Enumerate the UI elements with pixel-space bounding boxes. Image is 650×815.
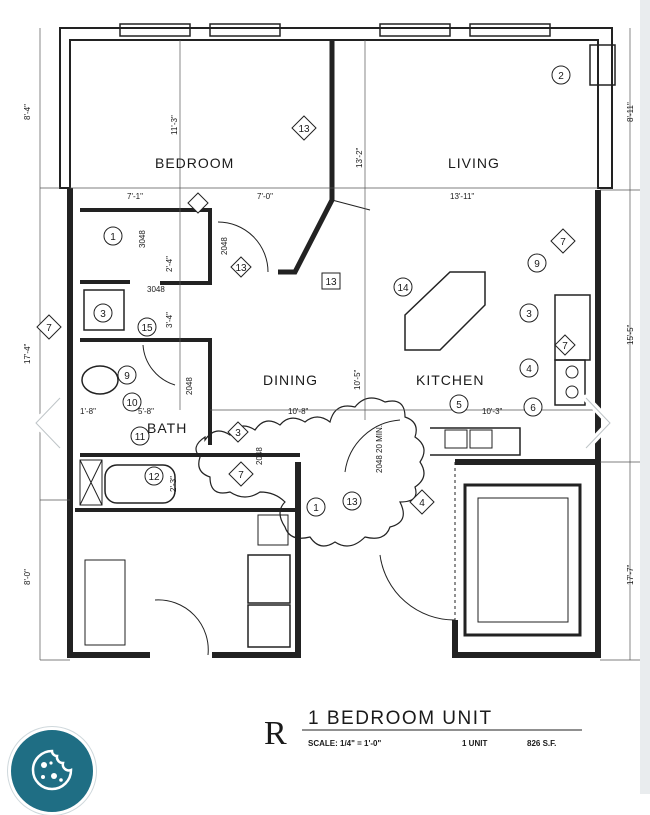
scale-label: SCALE: 1/4" = 1'-0" <box>308 739 381 748</box>
chevron-left-icon <box>32 394 64 452</box>
callout-tag: 2 <box>558 71 564 82</box>
dim-bedroom-height: 11'-3" <box>170 115 179 135</box>
dim-bath-c: 2'-3" <box>169 476 178 492</box>
unit-count: 1 UNIT <box>462 739 487 748</box>
dim-closet-h: 3'-4" <box>165 312 174 328</box>
callout-tag: 6 <box>530 403 536 414</box>
door-tag-2048-fire: 2048 20 MIN. <box>375 425 384 473</box>
diamond-tag: 13 <box>298 124 310 135</box>
callout-tag: 12 <box>148 472 160 483</box>
title-block: R 1 BEDROOM UNIT SCALE: 1/4" = 1'-0" 1 U… <box>262 700 592 760</box>
dim-top-right: 8'-11" <box>626 102 635 122</box>
dim-closet-w: 2'-4" <box>165 256 174 272</box>
floor-plan-drawing: BEDROOM LIVING DINING KITCHEN BATH 8'-4"… <box>23 23 640 661</box>
chevron-right-icon <box>582 394 614 452</box>
room-label-bedroom: BEDROOM <box>155 155 234 171</box>
diamond-tag: 4 <box>419 498 425 509</box>
callout-tag: 11 <box>135 432 146 443</box>
title-mark: R <box>264 715 287 752</box>
dim-bath-a: 5'-8" <box>138 407 154 416</box>
diamond-tag: 7 <box>560 237 566 248</box>
page-edge <box>640 0 650 794</box>
door-tag-3048-b: 3048 <box>138 230 147 248</box>
diamond-tag: 13 <box>235 263 247 274</box>
cookie-settings-button[interactable] <box>8 727 96 815</box>
next-image-button[interactable] <box>574 392 620 454</box>
callout-tag: 9 <box>124 371 130 382</box>
door-tag-3048: 3048 <box>147 285 165 294</box>
diamond-tag: 3 <box>235 428 241 439</box>
dim-mid-left: 17'-4" <box>23 343 32 364</box>
callout-tag: 13 <box>346 497 358 508</box>
cookie-icon <box>31 749 73 791</box>
dim-dining-height: 10'-5" <box>353 369 362 390</box>
door-tag-2048-c: 2048 <box>255 447 264 465</box>
dim-mid-right: 15'-5" <box>626 324 635 345</box>
callout-tag: 3 <box>100 309 106 320</box>
callout-tag: 15 <box>141 323 153 334</box>
diamond-tag: 7 <box>562 341 568 352</box>
dim-bottom-right: 17'-7" <box>626 564 635 585</box>
dim-living-width: 13'-11" <box>450 192 474 201</box>
image-viewer: BEDROOM LIVING DINING KITCHEN BATH 8'-4"… <box>23 23 640 760</box>
previous-image-button[interactable] <box>26 392 72 454</box>
callout-tag: 9 <box>534 259 540 270</box>
dim-top-left: 8'-4" <box>23 104 32 120</box>
dim-bottom-left: 8'-0" <box>23 569 32 585</box>
callout-tag: 1 <box>313 503 319 514</box>
callout-tag: 1 <box>110 232 116 243</box>
dim-bedroom-width-a: 7'-1" <box>127 192 143 201</box>
dim-living-height: 13'-2" <box>355 147 364 168</box>
callout-tag: 5 <box>456 400 462 411</box>
callout-tag: 14 <box>397 283 409 294</box>
dim-bath-b: 1'-8" <box>80 407 96 416</box>
diamond-tag: 13 <box>325 277 337 288</box>
callout-tag: 3 <box>526 309 532 320</box>
room-label-bath: BATH <box>147 420 187 436</box>
unit-area: 826 S.F. <box>527 739 556 748</box>
room-label-dining: DINING <box>263 372 318 388</box>
diamond-tag: 7 <box>238 470 244 481</box>
room-label-living: LIVING <box>448 155 500 171</box>
dim-bedroom-width-b: 7'-0" <box>257 192 273 201</box>
dim-dining-width: 10'-8" <box>288 407 309 416</box>
diamond-tag: 7 <box>46 323 52 334</box>
dim-kitchen-width: 10'-3" <box>482 407 503 416</box>
room-label-kitchen: KITCHEN <box>416 372 484 388</box>
door-tag-2048-a: 2048 <box>220 237 229 255</box>
callout-tag: 10 <box>126 398 138 409</box>
unit-title: 1 BEDROOM UNIT <box>308 708 493 729</box>
door-tag-2048-b: 2048 <box>185 377 194 395</box>
callout-tag: 4 <box>526 364 532 375</box>
